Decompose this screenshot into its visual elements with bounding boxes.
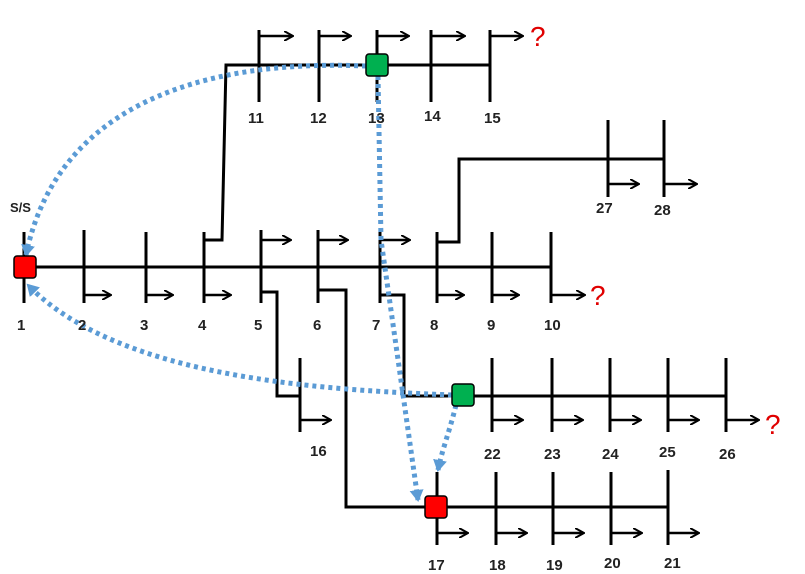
load-arrow-27 <box>606 172 638 184</box>
branch-27-28 <box>437 120 666 244</box>
bus-label: 15 <box>484 110 501 127</box>
bus-label: 26 <box>719 446 736 463</box>
load-arrow-3 <box>144 280 172 295</box>
branch-16-line <box>261 290 300 398</box>
load-arrow-19 <box>551 520 583 533</box>
load-arrow-12 <box>317 36 350 50</box>
bus-label: 11 <box>248 110 264 127</box>
bus-label: 21 <box>664 555 681 572</box>
load-arrow-11 <box>257 36 292 50</box>
lateral-trunk-line <box>380 293 726 398</box>
bus-label: 18 <box>489 557 506 574</box>
bus-label: 6 <box>313 317 321 334</box>
bus-label: 12 <box>310 110 327 127</box>
switch-closed-bus-22[interactable] <box>451 383 475 407</box>
load-arrow-22 <box>490 408 522 420</box>
top-feeder <box>204 30 492 242</box>
bus-label: 9 <box>487 317 495 334</box>
load-arrow-5-up <box>259 240 290 250</box>
load-arrow-9 <box>490 280 518 295</box>
load-arrow-14 <box>429 36 464 50</box>
bus-label: 19 <box>546 557 563 574</box>
path-22-to-1 <box>26 283 453 398</box>
bus-label: 3 <box>140 317 148 334</box>
bus-label: 4 <box>198 317 207 334</box>
load-arrow-10 <box>549 280 584 295</box>
load-arrow-24 <box>608 408 640 420</box>
bus-label: 28 <box>654 202 671 219</box>
top-trunk-line <box>204 63 490 242</box>
load-arrow-6-up <box>316 240 347 250</box>
bus-label: 23 <box>544 446 561 463</box>
lateral-feeder-loads <box>490 408 758 420</box>
bus-label: 22 <box>484 446 501 463</box>
bus-label: 24 <box>602 446 619 463</box>
reconfiguration-paths <box>21 62 459 502</box>
load-arrow-2 <box>82 280 110 295</box>
main-feeder-loads <box>82 240 584 295</box>
bus-label: 14 <box>424 108 441 125</box>
branch-16 <box>261 290 302 432</box>
load-arrow-16 <box>298 410 330 420</box>
bus-label: 17 <box>428 557 445 574</box>
bus-label: 13 <box>368 110 385 127</box>
uncertainty-mark-lateral: ? <box>765 409 781 440</box>
bus-label: 2 <box>78 317 86 334</box>
bus-label: 16 <box>310 443 327 460</box>
load-arrow-13 <box>375 36 408 50</box>
uncertainty-mark-main: ? <box>590 280 606 311</box>
load-arrow-15 <box>488 36 522 50</box>
bottom-feeder-loads <box>435 520 698 533</box>
switch-closed-bus-13[interactable] <box>365 53 389 77</box>
load-arrow-23 <box>550 408 582 420</box>
bus-label: 25 <box>659 444 676 461</box>
path-13-to-1 <box>21 62 367 257</box>
uncertainty-mark-top: ? <box>530 21 546 52</box>
top-feeder-loads <box>257 36 522 50</box>
load-arrow-20 <box>609 520 641 533</box>
load-arrow-21 <box>666 520 698 533</box>
switch-open-bus-1[interactable] <box>13 255 37 279</box>
load-arrow-4 <box>202 280 230 295</box>
bottom-trunk-line <box>318 288 668 509</box>
branch-27-28-loads <box>606 172 696 184</box>
load-arrow-18 <box>494 520 526 533</box>
substation-label: S/S <box>10 200 31 215</box>
bus-label: 8 <box>430 317 438 334</box>
bus-labels: 1 2 3 4 5 6 7 8 9 10 11 12 13 14 15 16 1… <box>17 108 736 574</box>
bus-label: 27 <box>596 200 613 217</box>
load-arrow-17 <box>435 520 467 533</box>
load-arrow-7-up <box>378 240 409 250</box>
branch-27-28-line <box>437 157 664 244</box>
bus-label: 7 <box>372 317 380 334</box>
load-arrow-26 <box>724 408 758 420</box>
bus-label: 10 <box>544 317 561 334</box>
switch-open-bus-17[interactable] <box>424 495 448 519</box>
load-arrow-25 <box>666 408 698 420</box>
bus-label: 1 <box>17 317 25 334</box>
bus-label: 20 <box>604 555 621 572</box>
load-arrow-28 <box>662 172 696 184</box>
load-arrow-8 <box>435 280 463 295</box>
path-22-to-17 <box>433 404 459 472</box>
path-13-to-17 <box>375 75 424 502</box>
bus-label: 5 <box>254 317 262 334</box>
